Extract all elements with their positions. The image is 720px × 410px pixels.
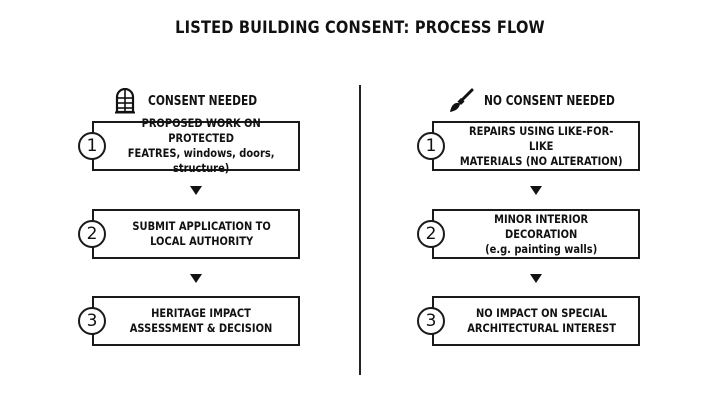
right-step-1-box: REPAIRS USING LIKE-FOR-LIKE MATERIALS (N… — [432, 121, 640, 171]
right-step-1-number: 1 — [417, 132, 445, 160]
left-column-header: CONSENT NEEDED — [112, 88, 281, 114]
left-step-1-number: 1 — [78, 132, 106, 160]
left-step-2-text: SUBMIT APPLICATION TO LOCAL AUTHORITY — [131, 219, 271, 248]
right-step-1-text: REPAIRS USING LIKE-FOR-LIKE MATERIALS (N… — [459, 123, 623, 168]
right-arrow-1 — [530, 186, 542, 195]
right-column-header: NO CONSENT NEEDED — [448, 88, 644, 114]
left-arrow-2 — [190, 274, 202, 283]
diagram-title: LISTED BUILDING CONSENT: PROCESS FLOW — [175, 18, 545, 38]
left-step-3-text: HERITAGE IMPACT ASSESSMENT & DECISION — [129, 306, 273, 335]
paintbrush-icon — [450, 88, 474, 112]
left-arrow-1 — [190, 186, 202, 195]
right-column-title: NO CONSENT NEEDED — [484, 93, 615, 109]
left-column-title: CONSENT NEEDED — [148, 93, 258, 109]
left-step-1-box: PROPOSED WORK ON PROTECTED FEATRES, wind… — [92, 116, 300, 175]
left-step-2-box: SUBMIT APPLICATION TO LOCAL AUTHORITY — [92, 209, 300, 259]
window-icon — [115, 88, 135, 114]
column-divider — [359, 85, 361, 375]
right-step-2-box: MINOR INTERIOR DECORATION (e.g. painting… — [432, 209, 640, 259]
left-step-1-text: PROPOSED WORK ON PROTECTED FEATRES, wind… — [127, 116, 275, 175]
right-step-2-number: 2 — [417, 220, 445, 248]
left-step-3-number: 3 — [78, 307, 106, 335]
right-step-2-text: MINOR INTERIOR DECORATION (e.g. painting… — [485, 211, 598, 256]
left-step-3-box: HERITAGE IMPACT ASSESSMENT & DECISION — [92, 296, 300, 346]
left-step-2-number: 2 — [78, 220, 106, 248]
right-arrow-2 — [530, 274, 542, 283]
right-step-3-box: NO IMPACT ON SPECIAL ARCHITECTURAL INTER… — [432, 296, 640, 346]
right-step-3-number: 3 — [417, 307, 445, 335]
right-step-3-text: NO IMPACT ON SPECIAL ARCHITECTURAL INTER… — [466, 306, 616, 335]
